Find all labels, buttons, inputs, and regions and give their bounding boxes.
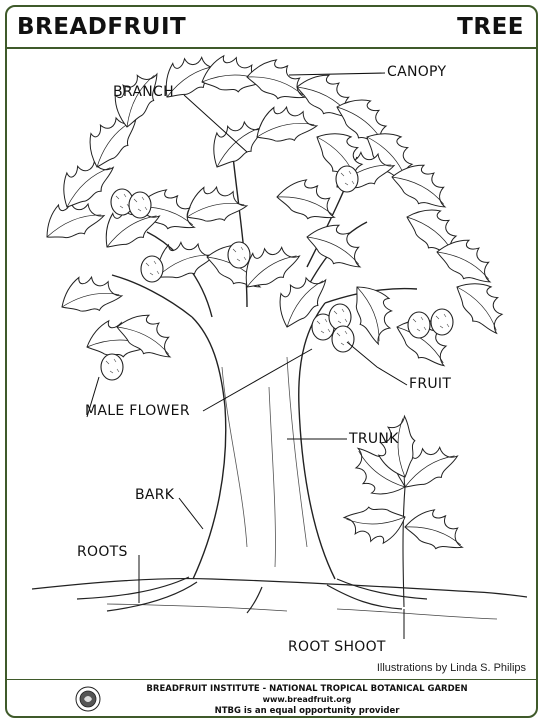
tree-illustration <box>7 7 536 679</box>
footer-website[interactable]: www.breadfruit.org <box>107 695 507 704</box>
footer-eop: NTBG is an equal opportunity provider <box>107 706 507 716</box>
label-trunk: TRUNK <box>349 431 399 447</box>
label-roots: ROOTS <box>77 544 128 560</box>
label-male-flower: MALE FLOWER <box>85 403 190 419</box>
roots-drawing <box>77 577 427 613</box>
footer-institute: BREADFRUIT INSTITUTE - NATIONAL TROPICAL… <box>107 684 507 694</box>
label-bark: BARK <box>135 487 174 503</box>
ntbg-seal-icon <box>75 686 101 712</box>
poster-frame: BREADFRUIT TREE <box>5 5 538 718</box>
illustration-credit: Illustrations by Linda S. Philips <box>377 662 526 674</box>
label-fruit: FRUIT <box>409 376 451 392</box>
label-canopy: CANOPY <box>387 64 446 80</box>
label-branch: BRANCH <box>113 84 174 100</box>
label-root-shoot: ROOT SHOOT <box>288 639 386 655</box>
footer: BREADFRUIT INSTITUTE - NATIONAL TROPICAL… <box>7 679 536 717</box>
